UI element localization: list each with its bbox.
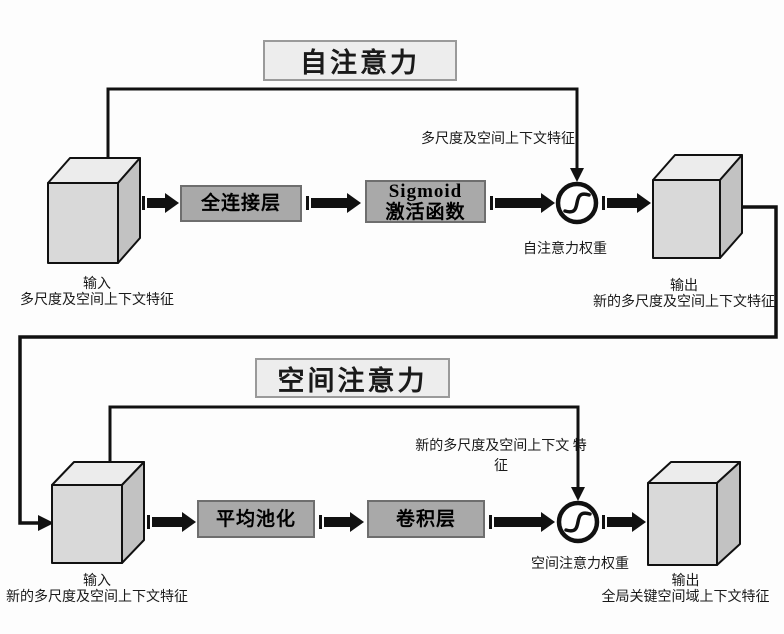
output-label: 输出 [670,279,698,294]
conv-box-label: 卷积层 [395,508,456,530]
output-sublabel: 新的多尺度及空间上下文特征 [593,295,775,310]
sigmoid-box-label-line1: Sigmoid [388,180,463,202]
input-sublabel: 多尺度及空间上下文特征 [20,293,174,308]
self-attention-skip-wire [106,87,579,170]
self-attention-title-text: 自注意力 [300,48,420,78]
spatial-skip-label-line1: 新的多尺度及空间上下文 [415,439,570,454]
spatial-attention-skip-wire [108,405,580,489]
sigmoid-activation-box: Sigmoid 激活函数 [365,180,486,223]
self-attention-output-caption: 输出 新的多尺度及空间上下文特征 [588,279,780,311]
self-attention-skip-arrowhead-icon [570,168,584,182]
arrow-input-to-pool-icon [147,512,196,532]
self-attention-input-caption: 输入 多尺度及空间上下文特征 [2,277,192,309]
spatial-attention-input-caption: 输入 新的多尺度及空间上下文特征 [1,574,193,606]
output2-label: 输出 [671,574,700,589]
spatial-attention-title: 空间注意力 [255,358,450,398]
spatial-attention-weight-label: 空间注意力权重 [510,555,650,575]
average-pooling-box: 平均池化 [197,500,315,538]
spatial-attention-skip-arrowhead-icon [571,487,585,501]
section-link-wire [18,205,778,525]
fc-box-label: 全连接层 [200,193,281,214]
arrow-input-to-fc-icon [142,193,179,213]
fully-connected-layer-box: 全连接层 [180,185,302,222]
self-attention-sigmoid-node-icon [555,181,599,225]
spatial-attention-input-cube [51,461,145,564]
self-attention-weight-label-text: 自注意力权重 [523,242,607,257]
pool-box-label: 平均池化 [215,508,296,530]
section-link-arrowhead-icon [38,515,54,531]
arrow-multiply-to-output-icon [602,193,651,213]
input2-sublabel: 新的多尺度及空间上下文特征 [6,590,188,605]
output2-sublabel: 全局关键空间域上下文特征 [601,590,770,605]
arrow-sigmoid-to-multiply-icon [490,193,555,213]
arrow-fc-to-sigmoid-icon [306,193,361,213]
input2-label: 输入 [83,574,111,589]
spatial-attention-skip-label: 新的多尺度及空间上下文 特征 [410,437,592,477]
spatial-skip-label-line2: 特征 [494,439,587,474]
spatial-attention-title-text: 空间注意力 [277,365,428,396]
convolution-layer-box: 卷积层 [367,500,485,538]
arrow-multiply-to-output2-icon [602,512,646,532]
input-label: 输入 [83,277,111,292]
spatial-attention-weight-label-text: 空间注意力权重 [531,557,629,572]
self-attention-skip-label-text: 多尺度及空间上下文特征 [421,132,575,147]
self-attention-title: 自注意力 [263,40,457,81]
arrow-conv-to-multiply-icon [489,512,555,532]
spatial-attention-sigmoid-node-icon [556,500,600,544]
self-attention-input-cube [47,157,141,264]
sigmoid-box-label-line2: 激活函数 [385,201,466,223]
spatial-attention-output-cube [647,461,741,566]
spatial-attention-output-caption: 输出 全局关键空间域上下文特征 [588,574,783,606]
self-attention-weight-label: 自注意力权重 [495,240,635,260]
arrow-pool-to-conv-icon [319,512,364,532]
self-attention-output-cube [652,154,743,259]
self-attention-skip-label: 多尺度及空间上下文特征 [408,130,588,150]
